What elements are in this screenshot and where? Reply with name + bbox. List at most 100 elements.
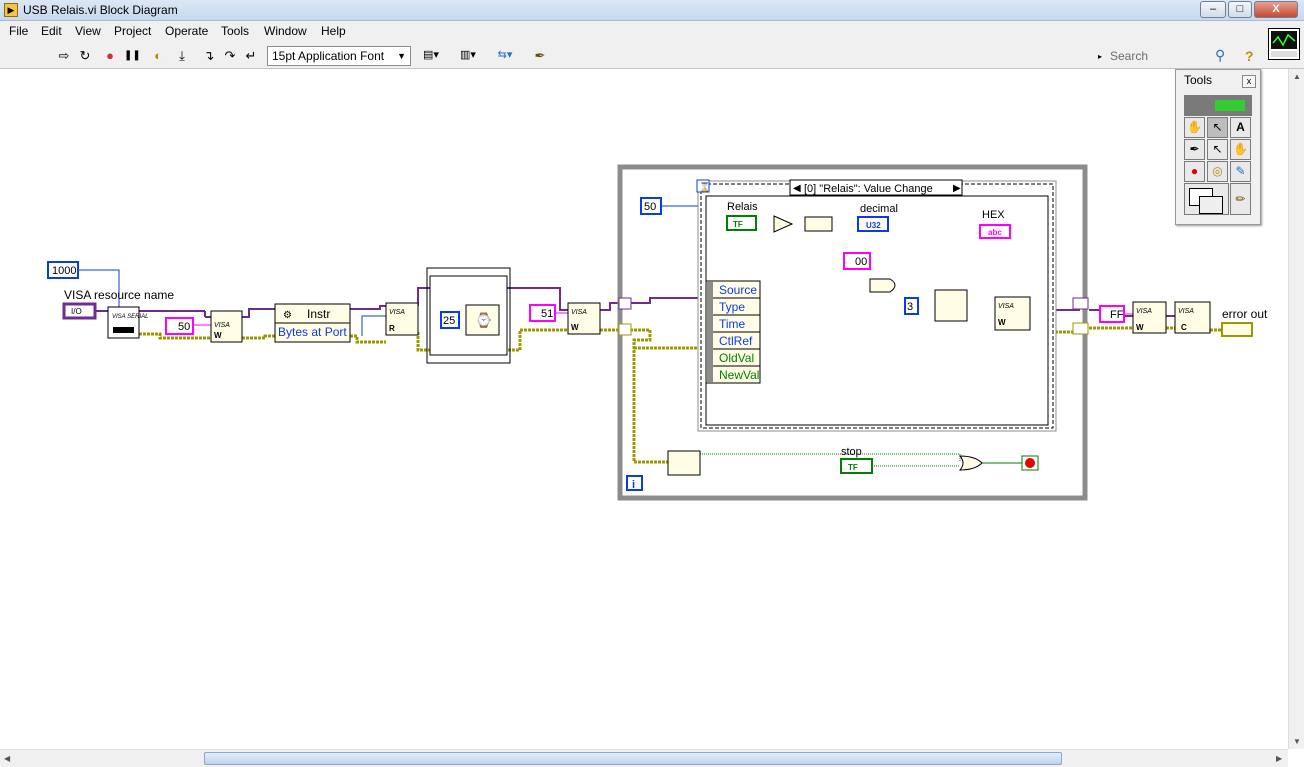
horizontal-scroll-thumb[interactable] — [204, 752, 1062, 765]
shift-register-right-error[interactable] — [1072, 322, 1089, 335]
distribute-objects-icon[interactable]: ▥▾ — [460, 49, 476, 61]
probe-tool-icon[interactable]: ◎ — [1207, 161, 1228, 182]
event-case-next-icon[interactable]: ▶ — [953, 183, 961, 194]
visa-configure-serial-node[interactable] — [107, 306, 140, 339]
string-constant-ff-box[interactable] — [1099, 305, 1125, 323]
shift-register-left-error[interactable] — [618, 323, 632, 336]
or-node[interactable] — [958, 455, 983, 471]
event-field-newval[interactable]: NewVal — [719, 368, 759, 382]
timeout-constant-1000: 1000 — [52, 265, 76, 277]
unbundle-error-node[interactable] — [667, 450, 701, 476]
step-into-icon[interactable]: ↴ — [203, 48, 215, 63]
step-out-icon[interactable]: ↵ — [245, 48, 257, 63]
visa-resource-control[interactable] — [62, 302, 97, 320]
visa-write-node-2[interactable] — [567, 302, 601, 335]
decimal-indicator[interactable] — [857, 216, 889, 232]
event-field-source[interactable]: Source — [719, 283, 757, 297]
wire-tool-icon[interactable]: ✒ — [1184, 139, 1205, 160]
retain-wire-values-icon[interactable]: ⤓ — [179, 48, 185, 63]
event-field-ctlref[interactable]: CtlRef — [719, 334, 753, 348]
horizontal-scrollbar[interactable]: ◀ ▶ — [0, 749, 1288, 767]
number-to-hex-string-node[interactable] — [934, 289, 968, 322]
relais-boolean-control[interactable] — [726, 215, 757, 231]
scroll-down-icon[interactable]: ▼ — [1293, 737, 1301, 746]
pencil-w-icon: W — [998, 318, 1006, 327]
hex-string-indicator[interactable] — [979, 224, 1011, 239]
shift-register-left-visa[interactable] — [618, 297, 632, 310]
vertical-scrollbar[interactable]: ▲ ▼ — [1288, 69, 1304, 749]
menu-view[interactable]: View — [75, 24, 101, 38]
step-over-icon[interactable]: ↷ — [224, 48, 236, 63]
shift-register-right-visa[interactable] — [1072, 297, 1089, 310]
search-icon[interactable]: ⚲ — [1215, 47, 1226, 63]
menu-help[interactable]: Help — [321, 24, 346, 38]
menu-tools[interactable]: Tools — [221, 24, 250, 38]
search-expand-icon[interactable]: ▸ — [1098, 52, 1103, 61]
clean-up-diagram-icon[interactable]: ✒ — [534, 48, 546, 63]
width-constant-box[interactable] — [904, 297, 919, 315]
string-constant-00-box[interactable] — [843, 252, 871, 270]
visa-write-node-1[interactable] — [210, 310, 243, 343]
abort-icon[interactable]: ● — [106, 48, 114, 63]
event-timeout-constant-box[interactable] — [640, 197, 662, 215]
scroll-up-icon[interactable]: ▲ — [1293, 72, 1301, 81]
event-case-prev-icon[interactable]: ◀ — [793, 183, 801, 194]
position-tool-icon[interactable]: ↖ — [1207, 117, 1228, 138]
scroll-left-icon[interactable]: ◀ — [4, 754, 11, 763]
breakpoint-tool-icon[interactable]: ● — [1184, 161, 1205, 182]
minimize-button[interactable]: – — [1200, 1, 1226, 18]
decimal-indicator-text: U32 — [866, 221, 881, 230]
tools-palette[interactable]: Tools x ✋ ↖ A ✒ ↖ ✋ ● ◎ ✎ ✏ — [1175, 69, 1261, 225]
auto-tool-icon[interactable] — [1184, 95, 1252, 116]
flat-sequence-frame[interactable] — [426, 267, 511, 364]
vi-icon[interactable] — [1268, 28, 1300, 60]
label-tool-icon[interactable]: A — [1230, 117, 1251, 138]
event-case-selector[interactable] — [789, 179, 963, 196]
string-constant-50-box[interactable] — [165, 317, 194, 335]
wait-constant-box[interactable] — [440, 311, 460, 329]
event-field-type[interactable]: Type — [719, 300, 745, 314]
string-constant-00: 00 — [855, 256, 867, 268]
reorder-icon[interactable]: ⇆▾ — [497, 49, 513, 61]
hourglass-icon[interactable] — [696, 179, 710, 193]
pause-icon[interactable]: ❚❚ — [124, 50, 141, 61]
event-field-time[interactable]: Time — [719, 317, 746, 331]
timeout-constant-box[interactable] — [47, 261, 79, 279]
visa-read-node[interactable] — [385, 302, 419, 336]
align-objects-icon[interactable]: ▤▾ — [423, 49, 439, 61]
error-out-indicator[interactable] — [1221, 322, 1253, 337]
wait-ms-node[interactable] — [465, 304, 500, 336]
scroll-tool-icon[interactable]: ✋ — [1230, 139, 1251, 160]
scroll-right-icon[interactable]: ▶ — [1276, 754, 1283, 763]
maximize-button[interactable]: □ — [1228, 1, 1252, 18]
number-conversion-node[interactable] — [804, 216, 833, 232]
close-button[interactable]: X — [1254, 1, 1298, 18]
block-diagram-canvas[interactable]: 1000 VISA resource name I/O VISA SERIAL … — [0, 69, 1288, 749]
menu-edit[interactable]: Edit — [41, 24, 62, 38]
color-tool-icon[interactable]: ✏ — [1230, 183, 1251, 215]
search-input[interactable]: Search — [1110, 49, 1149, 63]
visa-write-node-3[interactable] — [994, 296, 1031, 331]
menu-window[interactable]: Window — [264, 24, 307, 38]
error-cluster-wires[interactable] — [139, 323, 1222, 464]
bool-to-number-node[interactable] — [773, 215, 794, 233]
color-copy-tool-icon[interactable]: ✎ — [1230, 161, 1251, 182]
operate-tool-icon[interactable]: ✋ — [1184, 117, 1205, 138]
font-select[interactable]: 15pt Application Font▼ — [267, 46, 411, 66]
tools-palette-close-button[interactable]: x — [1242, 75, 1256, 88]
stop-boolean-control[interactable] — [840, 458, 873, 474]
run-arrow-icon[interactable]: ⇨ — [58, 48, 70, 63]
shortcut-menu-tool-icon[interactable]: ↖ — [1207, 139, 1228, 160]
string-constant-51-box[interactable] — [529, 304, 556, 322]
highlight-execution-icon[interactable]: ◐ — [154, 48, 162, 63]
event-field-oldval[interactable]: OldVal — [719, 351, 754, 365]
run-continuously-icon[interactable]: ↻ — [79, 48, 91, 63]
visa-close-node[interactable] — [1174, 301, 1211, 334]
select-string-node[interactable] — [869, 278, 896, 293]
color-swatch-icon[interactable] — [1184, 183, 1229, 215]
menu-project[interactable]: Project — [114, 24, 152, 38]
menu-file[interactable]: File — [9, 24, 29, 38]
menu-operate[interactable]: Operate — [165, 24, 209, 38]
visa-write-node-4[interactable] — [1132, 301, 1167, 334]
context-help-button[interactable]: ? — [1245, 48, 1254, 64]
